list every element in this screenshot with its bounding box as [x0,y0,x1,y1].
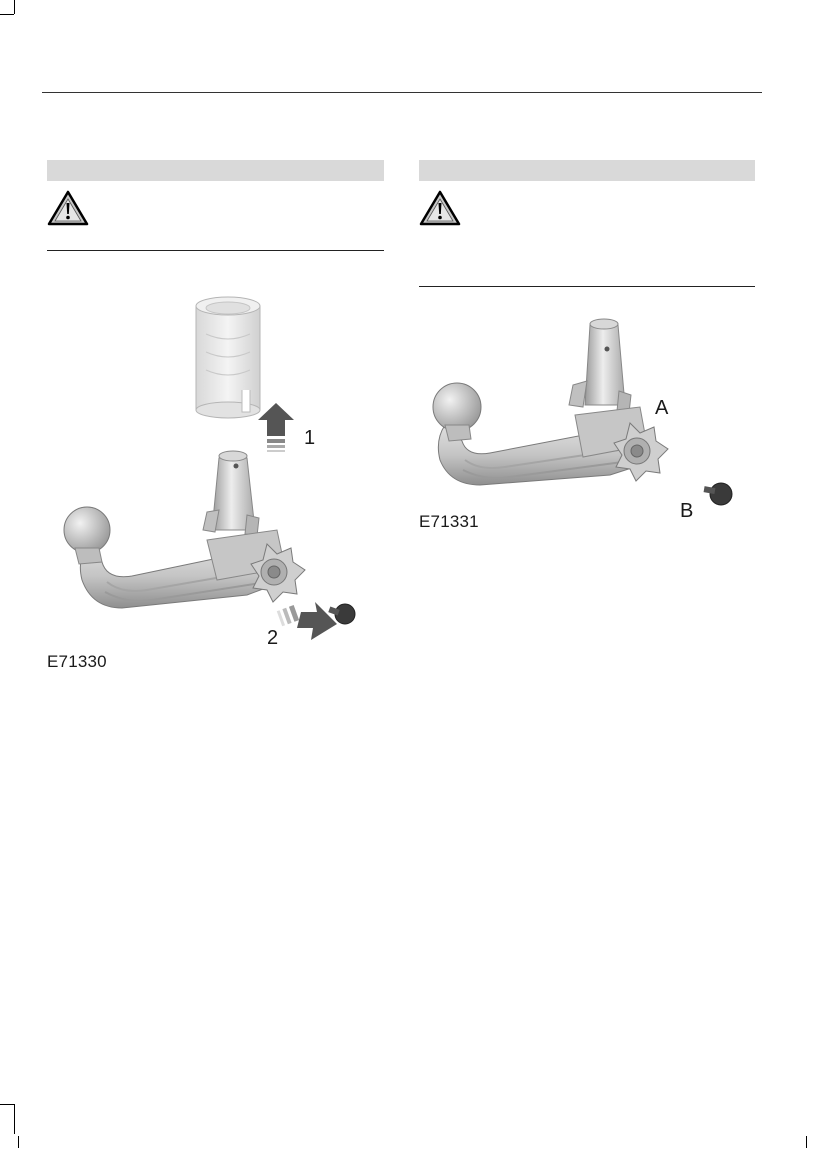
figure-code-left: E71330 [47,652,107,671]
tow-ball [63,506,111,565]
crop-mark-bottom-right-tick [806,1136,807,1148]
callout-1: 1 [304,427,316,449]
arrow-up-icon [258,403,294,452]
figure-code-right: E71331 [419,512,479,531]
left-warning-rule [47,250,384,251]
right-warning-rule [419,286,755,287]
protective-cover [195,296,261,419]
towball-removal-figure [47,290,387,660]
right-section-bar [419,160,755,181]
locking-knob [613,422,669,482]
callout-2: 2 [267,627,279,649]
left-section-bar [47,160,384,181]
blanking-plug [328,603,356,625]
header-rule [42,92,762,93]
towball-post [202,450,260,537]
towball-plug-figure [425,315,755,525]
warning-triangle-icon [418,189,462,227]
crop-mark-bottom-left-tick [18,1136,19,1148]
arrow-down-right-icon [276,602,337,640]
crop-mark-bottom-left-horizontal [0,1104,14,1105]
crop-mark-top-left-vertical [14,0,15,14]
tow-ball [432,382,482,442]
locking-knob [250,543,306,603]
warning-triangle-icon [46,189,90,227]
crop-mark-bottom-left-vertical [14,1104,15,1134]
callout-a: A [655,397,669,419]
blanking-plug [703,482,733,506]
callout-b: B [680,500,694,522]
crop-mark-top-left-horizontal [0,14,14,15]
towball-post [568,318,632,414]
